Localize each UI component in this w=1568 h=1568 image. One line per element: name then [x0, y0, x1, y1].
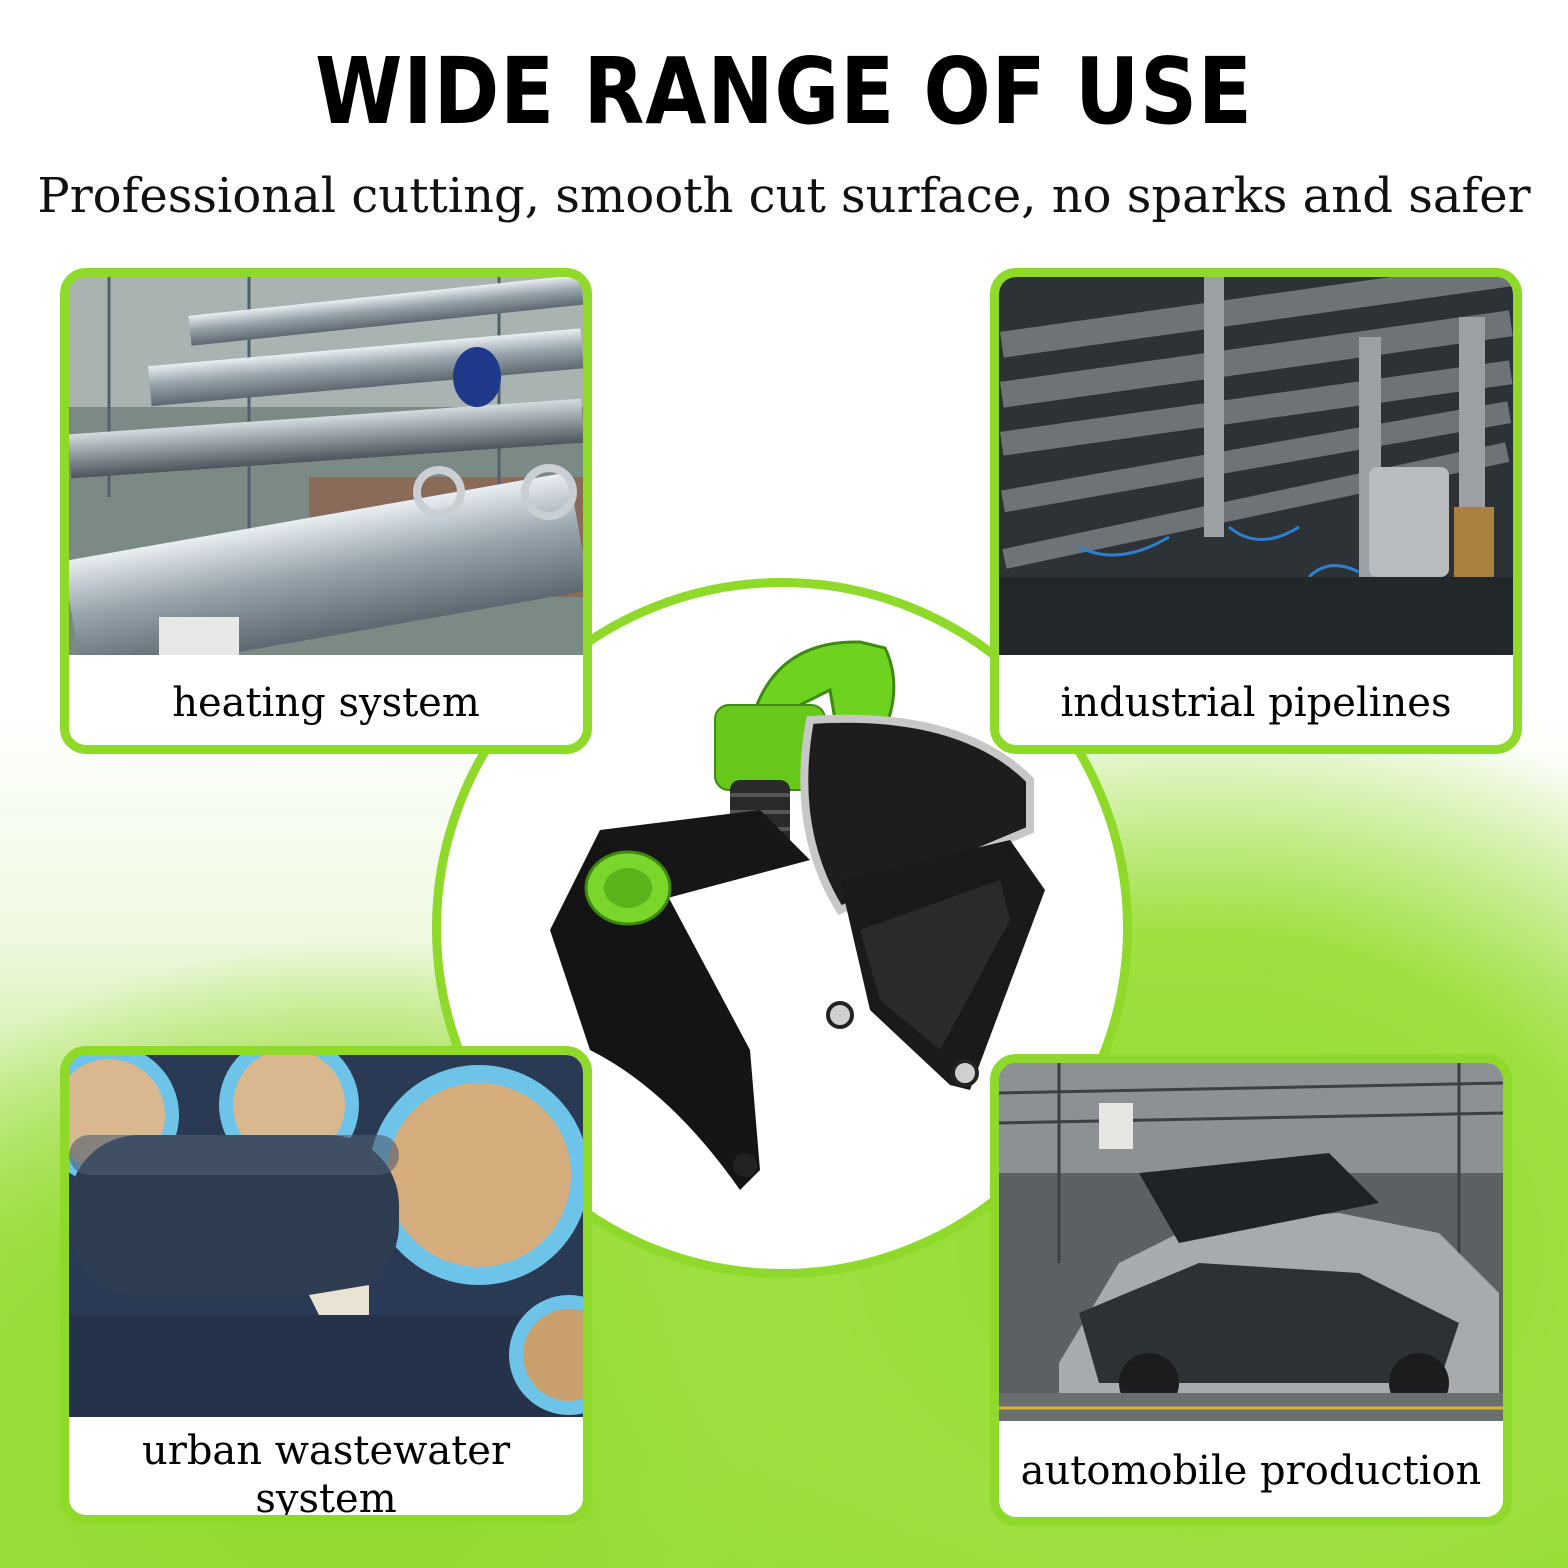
- caption-automobile-production: automobile production: [1020, 1448, 1482, 1494]
- caption-urban-wastewater-line2: system: [255, 1476, 397, 1522]
- application-card-industrial-pipelines: industrial pipelines: [990, 268, 1522, 754]
- application-card-urban-wastewater: urban wastewater system: [60, 1046, 592, 1524]
- page-subheadline: Professional cutting, smooth cut surface…: [37, 168, 1531, 224]
- sewer-pipes-photo: [69, 1055, 583, 1417]
- application-card-automobile-production: automobile production: [990, 1054, 1512, 1526]
- caption-industrial-pipelines: industrial pipelines: [1060, 680, 1452, 726]
- car-factory-photo: [999, 1063, 1503, 1421]
- caption-heating-system: heating system: [172, 680, 480, 726]
- industrial-pipes-photo: [999, 277, 1513, 655]
- caption-urban-wastewater-line1: urban wastewater: [141, 1428, 511, 1474]
- heating-pipes-photo: [69, 277, 583, 655]
- page-headline: WIDE RANGE OF USE: [315, 38, 1253, 145]
- electric-pipe-cutter: [550, 640, 1045, 1190]
- application-card-heating-system: heating system: [60, 268, 592, 754]
